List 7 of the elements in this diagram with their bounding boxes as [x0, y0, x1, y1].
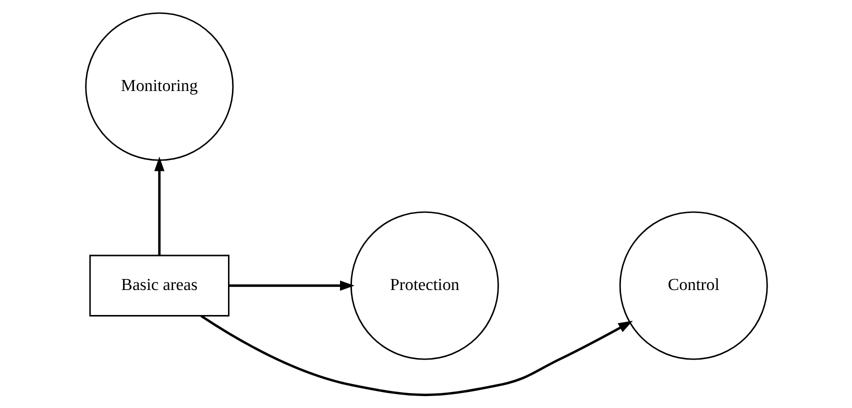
- node-circle: Protection: [350, 211, 498, 360]
- node-circle: Control: [618, 211, 768, 360]
- node-circle: Monitoring: [84, 12, 234, 161]
- arrow: [200, 314, 632, 396]
- arrow: [154, 156, 164, 256]
- node-box: Basic areas: [88, 254, 229, 316]
- arrow: [228, 280, 354, 291]
